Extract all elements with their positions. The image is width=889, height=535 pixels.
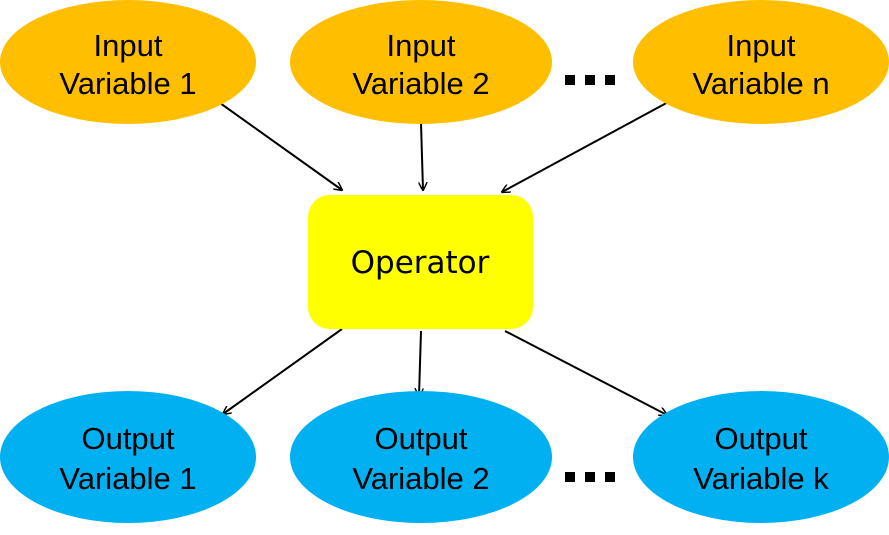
- edge-input2-to-operator: [421, 122, 423, 190]
- output-node-1-line2: Variable 1: [59, 461, 196, 496]
- operator-label: Operator: [351, 245, 490, 281]
- input-ellipsis-dot-1: [565, 75, 575, 85]
- output-node-1: Output Variable 1: [0, 391, 256, 523]
- input-node-2-shape: [290, 0, 552, 124]
- input-node-n-line1: Input: [727, 28, 796, 63]
- output-node-2: Output Variable 2: [290, 391, 552, 523]
- edge-operator-to-output2: [419, 330, 421, 396]
- input-node-1-shape: [0, 0, 256, 124]
- edge-operator-to-output1: [223, 328, 343, 414]
- operator-node-shape: [308, 195, 533, 329]
- output-ellipsis-dot-1: [565, 472, 575, 482]
- output-node-1-line1: Output: [81, 421, 174, 456]
- output-ellipsis: ...: [565, 472, 615, 482]
- input-ellipsis-dot-2: [585, 75, 595, 85]
- input-node-1: Input Variable 1: [0, 0, 256, 124]
- input-node-2-line2: Variable 2: [352, 66, 489, 101]
- input-node-n-line2: Variable n: [692, 66, 829, 101]
- output-node-2-shape: [290, 391, 552, 523]
- output-node-k-line1: Output: [714, 421, 807, 456]
- input-node-1-line1: Input: [94, 28, 163, 63]
- output-node-1-shape: [0, 391, 256, 523]
- input-node-2: Input Variable 2: [290, 0, 552, 124]
- input-ellipsis-dot-3: [605, 75, 615, 85]
- output-ellipsis-dot-2: [585, 472, 595, 482]
- input-node-n: Input Variable n: [633, 0, 889, 124]
- output-node-k-line2: Variable k: [693, 461, 829, 496]
- edge-inputn-to-operator: [502, 99, 673, 192]
- output-node-2-line1: Output: [374, 421, 467, 456]
- output-node-k: Output Variable k: [633, 391, 889, 523]
- output-node-k-shape: [633, 391, 889, 523]
- output-node-2-line2: Variable 2: [352, 461, 489, 496]
- input-node-1-line2: Variable 1: [59, 66, 196, 101]
- edge-input1-to-operator: [219, 102, 342, 190]
- input-node-n-shape: [633, 0, 889, 124]
- input-node-2-line1: Input: [387, 28, 456, 63]
- operator-node: Operator: [308, 195, 533, 329]
- input-ellipsis: ...: [565, 75, 615, 85]
- output-ellipsis-dot-3: [605, 472, 615, 482]
- edge-operator-to-outputk: [504, 330, 667, 415]
